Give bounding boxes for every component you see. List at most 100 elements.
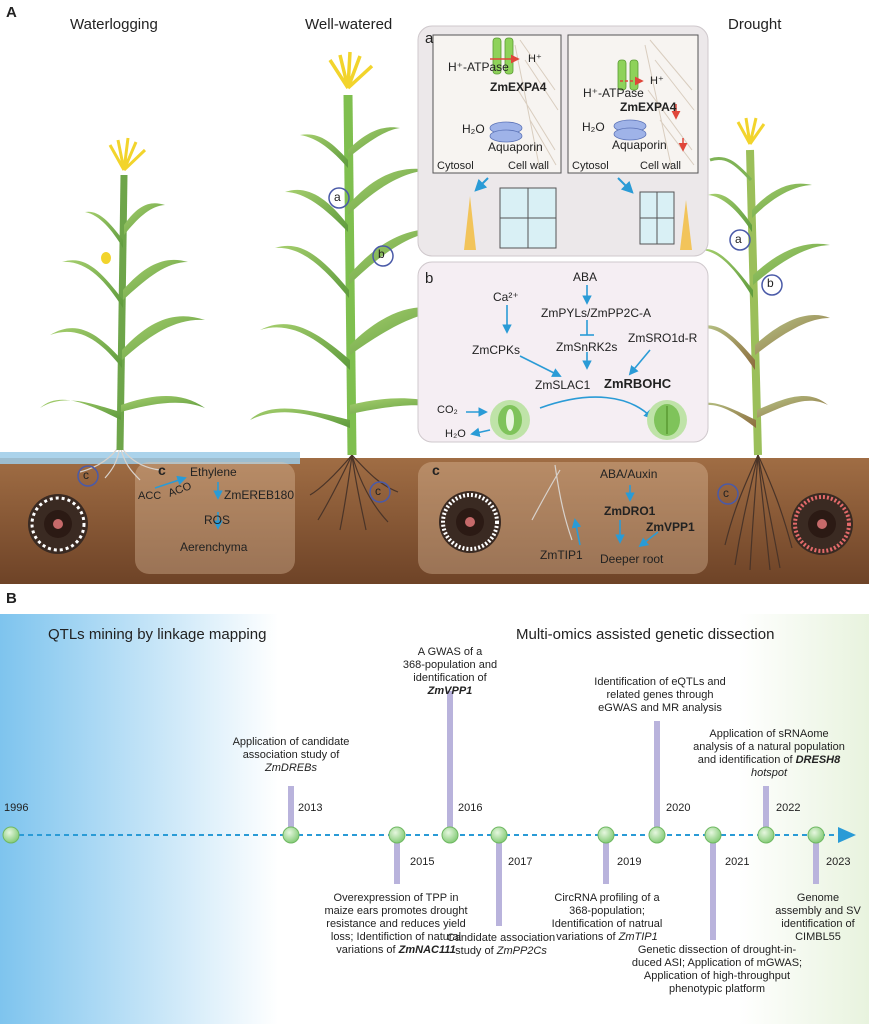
marker-c-well: c xyxy=(375,484,381,498)
maize-plant-waterlogging xyxy=(40,137,205,451)
rboh-label: ZmRBOHC xyxy=(604,376,672,391)
marker-a-drought: a xyxy=(735,232,742,246)
event-2022-gene: DRESH8 xyxy=(795,754,841,766)
year-2020: 2020 xyxy=(666,802,691,814)
aquaporin-right xyxy=(613,119,647,141)
panel-b-letter: B xyxy=(6,590,17,607)
cytosol-label-left: Cytosol xyxy=(437,160,474,172)
timeline-nodes xyxy=(2,826,825,844)
inset-b-box xyxy=(417,261,709,443)
timeline-arrowhead xyxy=(838,827,856,843)
h-plus-label-left: H⁺ xyxy=(528,53,542,65)
root-section-well-watered xyxy=(439,491,501,553)
ros-label: ROS xyxy=(204,513,231,527)
inset-a-arrow-left xyxy=(474,177,489,192)
dro-label: ZmDRO1 xyxy=(604,504,656,518)
cpk-label: ZmCPKs xyxy=(472,343,520,357)
marker-a-well: a xyxy=(334,190,341,204)
root-section-drought xyxy=(791,493,853,555)
event-2019-gene: ZmTIP1 xyxy=(618,931,658,943)
event-2015-gene: ZmNAC111 xyxy=(398,944,456,956)
stomata-closed xyxy=(647,400,687,440)
aerenchyma-label: Aerenchyma xyxy=(180,540,248,554)
event-2017-gene: ZmPP2Cs xyxy=(496,945,547,957)
timeline-bars xyxy=(288,691,819,940)
maize-plant-drought xyxy=(690,117,830,456)
aquaporin-label-right: Aquaporin xyxy=(612,138,667,152)
soil-left-arrows xyxy=(154,475,223,530)
inset-b-letter: b xyxy=(425,270,434,287)
left-heading: QTLs mining by linkage mapping xyxy=(48,626,267,643)
sro-label: ZmSRO1d-R xyxy=(628,331,698,345)
year-2015: 2015 xyxy=(410,856,435,868)
year-2013: 2013 xyxy=(298,802,323,814)
panel-a-letter: A xyxy=(6,4,17,21)
marker-c-drought: c xyxy=(723,486,729,500)
soil-layer xyxy=(0,458,869,584)
condition-well-watered: Well-watered xyxy=(305,16,393,33)
marker-b-well: b xyxy=(378,247,385,261)
event-2013: Application of candidate association stu… xyxy=(216,736,366,775)
h2o-label-stomata: H₂O xyxy=(445,428,466,440)
year-2022: 2022 xyxy=(776,802,801,814)
roots-well-watered xyxy=(309,454,399,531)
cells-drought xyxy=(639,191,692,250)
expa-label-left: ZmEXPA4 xyxy=(490,80,547,94)
aba-auxin-label: ABA/Auxin xyxy=(600,467,658,481)
year-2023: 2023 xyxy=(826,856,851,868)
event-2015: Overexpression of TPP in maize ears prom… xyxy=(324,892,468,956)
event-2020: Identification of eQTLs and related gene… xyxy=(594,676,726,714)
marker-c-waterlogging: c xyxy=(83,468,89,482)
soil-right-arrows xyxy=(571,485,659,548)
aba-label: ABA xyxy=(573,270,598,284)
h-atpase-left xyxy=(492,37,514,75)
roots-drought xyxy=(724,454,793,571)
h-atpase-label-right: H⁺-ATPase xyxy=(583,86,644,100)
aquaporin-left xyxy=(489,121,523,143)
tip-label: ZmTIP1 xyxy=(540,548,583,562)
year-2017: 2017 xyxy=(508,856,533,868)
cells-well-watered xyxy=(464,187,557,250)
stomata-open xyxy=(490,400,530,440)
marker-circles xyxy=(77,187,783,505)
year-2019: 2019 xyxy=(617,856,642,868)
condition-waterlogging: Waterlogging xyxy=(70,16,158,33)
co2-label: CO₂ xyxy=(437,404,458,416)
root-section-waterlogging xyxy=(28,494,88,554)
event-2019: CircRNA profiling of a 368-population; I… xyxy=(551,892,663,943)
timeline-graphic xyxy=(0,614,869,1024)
h2o-label-left: H₂O xyxy=(462,122,485,136)
soil-right-letter: c xyxy=(432,462,440,478)
panel-a: A Waterlogging Well-watered Drought a H⁺… xyxy=(0,4,869,584)
event-2023: Genome assembly and SV identification of… xyxy=(775,892,861,943)
h2o-label-right: H₂O xyxy=(582,120,605,134)
inset-b-arrows xyxy=(466,285,654,438)
acc-label: ACC xyxy=(138,490,162,502)
event-2013-gene: ZmDREBs xyxy=(265,762,317,774)
soil-left-letter: c xyxy=(158,462,166,478)
timeline-background xyxy=(0,614,869,1024)
year-2021: 2021 xyxy=(725,856,750,868)
h-atpase-label-left: H⁺-ATPase xyxy=(448,60,509,74)
slac-label: ZmSLAC1 xyxy=(535,378,591,392)
cell-wall-label-left: Cell wall xyxy=(508,160,549,172)
condition-drought: Drought xyxy=(728,16,782,33)
vpp-label: ZmVPP1 xyxy=(646,520,695,534)
h-plus-label-right: H⁺ xyxy=(650,75,664,87)
ca-label: Ca²⁺ xyxy=(493,290,519,304)
deeper-root-label: Deeper root xyxy=(600,552,664,566)
year-2016: 2016 xyxy=(458,802,483,814)
event-2017: Candidate association study of ZmPP2Cs xyxy=(446,932,556,957)
event-2022: Application of sRNAome analysis of a nat… xyxy=(693,728,845,779)
ethylene-label: Ethylene xyxy=(190,465,237,479)
start-year: 1996 xyxy=(4,802,29,814)
panel-a-illustration xyxy=(0,25,869,584)
inset-a-letter: a xyxy=(425,30,434,47)
ereb-label: ZmEREB180 xyxy=(224,488,295,502)
right-heading: Multi-omics assisted genetic dissection xyxy=(516,626,775,643)
event-2016-gene: ZmVPP1 xyxy=(427,685,473,697)
water-surface xyxy=(0,452,300,464)
maize-plant-well-watered xyxy=(250,51,452,456)
expa-label-right: ZmEXPA4 xyxy=(620,100,677,114)
soil-box-right xyxy=(418,462,708,574)
